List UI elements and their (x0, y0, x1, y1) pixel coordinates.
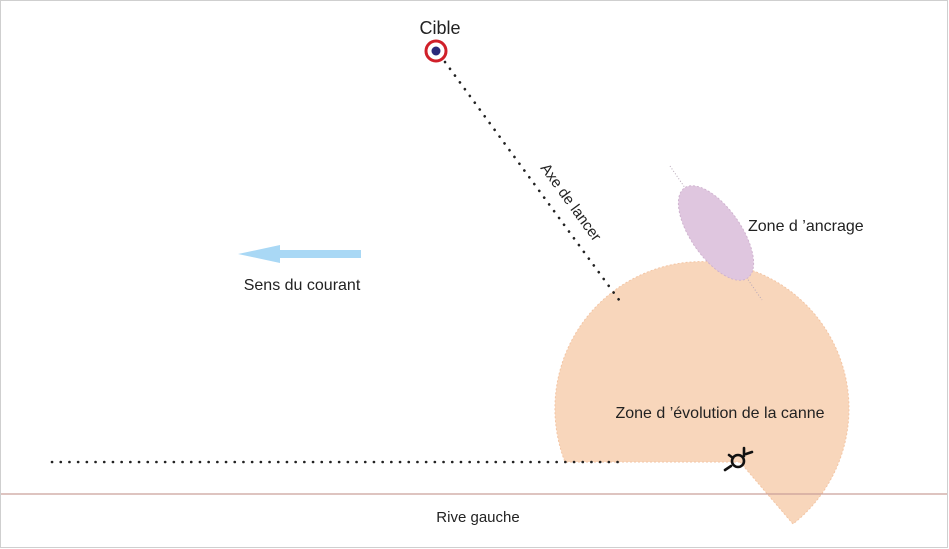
anchor-zone-shape (677, 185, 755, 281)
current-direction-label: Sens du courant (244, 277, 361, 294)
bank-label: Rive gauche (436, 509, 519, 526)
rod-zone-shape (554, 261, 850, 525)
arrow-left-icon (238, 245, 361, 263)
target-icon (424, 39, 448, 63)
angler-icon (723, 446, 754, 472)
cast-axis-line (443, 60, 624, 306)
rod-zone-label: Zone d ’évolution de la canne (615, 405, 824, 422)
anchor-zone-label: Zone d ’ancrage (748, 218, 864, 235)
target-label: Cible (419, 18, 460, 38)
